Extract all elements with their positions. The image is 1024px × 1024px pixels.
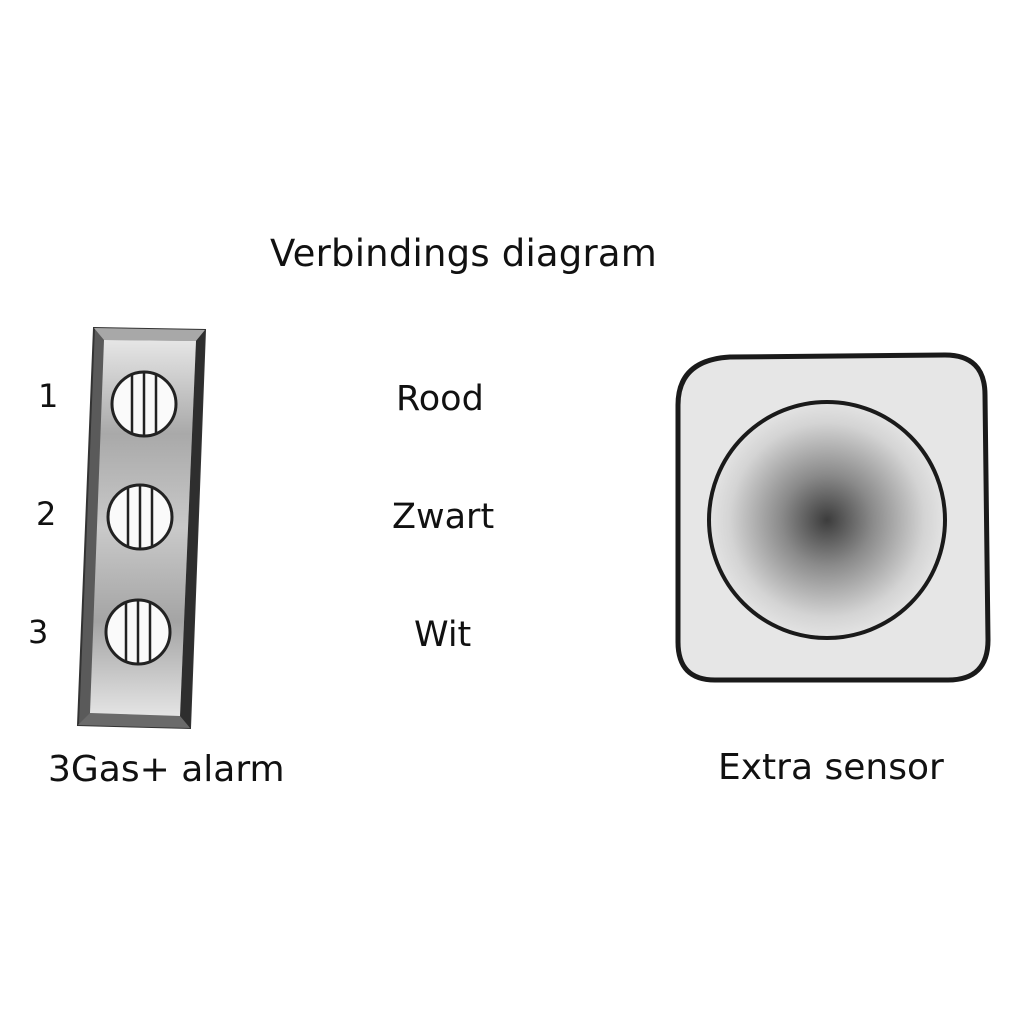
terminal-number-3: 3	[28, 613, 49, 651]
terminal-strip-bevel-bottom	[78, 713, 190, 728]
terminal-screw-3	[104, 598, 172, 666]
extra-sensor	[675, 352, 991, 683]
wire-label-1: Rood	[396, 379, 484, 419]
extra-sensor-dome	[707, 400, 947, 640]
terminal-strip-bevel-light	[94, 328, 205, 341]
wire-label-3: Wit	[414, 615, 472, 655]
terminal-screw-2	[106, 483, 174, 551]
diagram-title: Verbindings diagram	[270, 232, 658, 275]
terminal-strip	[76, 326, 207, 730]
terminal-screw-1	[110, 370, 178, 438]
terminal-number-1: 1	[38, 377, 59, 415]
terminal-strip-bevel-dark	[180, 330, 205, 728]
right-device-label: Extra sensor	[718, 747, 944, 788]
wire-label-2: Zwart	[392, 497, 495, 537]
terminal-number-2: 2	[36, 495, 57, 533]
left-device-label: 3Gas+ alarm	[48, 749, 285, 790]
